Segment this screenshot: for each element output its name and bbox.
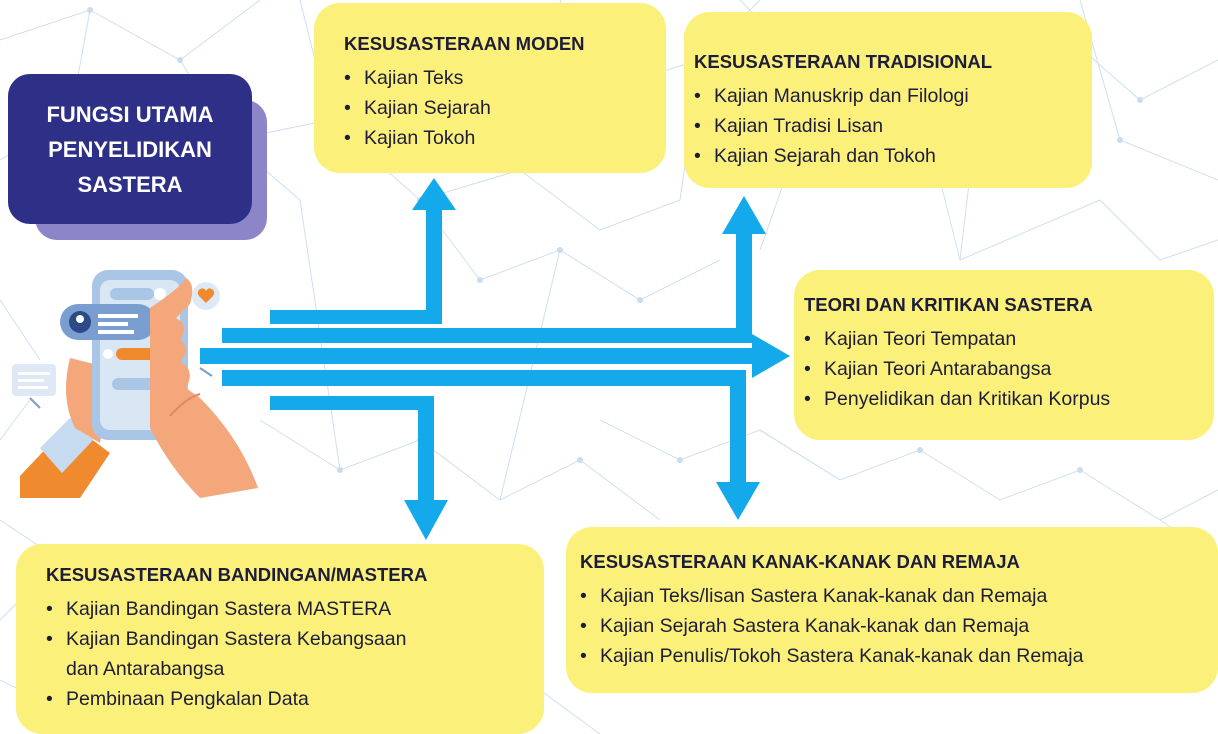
list-item-continuation: dan Antarabangsa <box>66 658 225 680</box>
list-item-text: Kajian Bandingan Sastera Kebangsaan <box>66 628 407 650</box>
arrow-to-tradisional <box>222 196 766 343</box>
arrow-to-kanak <box>222 370 760 520</box>
list-item: Kajian Teori Antarabangsa <box>804 354 1214 384</box>
arrow-to-moden <box>270 178 456 324</box>
list-item: Kajian Sejarah dan Tokoh <box>694 141 1092 171</box>
list-item: Kajian Teks <box>344 63 666 93</box>
moden-list: Kajian Teks Kajian Sejarah Kajian Tokoh <box>344 63 666 153</box>
arrow-to-bandingan <box>270 396 448 540</box>
main-title-box: FUNGSI UTAMA PENYELIDIKAN SASTERA <box>8 74 252 224</box>
chat-bubble-icon <box>12 364 56 396</box>
tradisional-box: KESUSASTERAAN TRADISIONAL Kajian Manuskr… <box>684 12 1092 188</box>
arrow-to-teori <box>200 334 790 378</box>
teori-list: Kajian Teori Tempatan Kajian Teori Antar… <box>804 324 1214 414</box>
phone-chat-illustration <box>12 270 258 498</box>
list-item: Pembinaan Pengkalan Data <box>46 684 544 714</box>
bandingan-heading: KESUSASTERAAN BANDINGAN/MASTERA <box>46 564 428 585</box>
bandingan-box: KESUSASTERAAN BANDINGAN/MASTERA Kajian B… <box>16 544 544 734</box>
list-item: Kajian Tradisi Lisan <box>694 111 1092 141</box>
teori-box: TEORI DAN KRITIKAN SASTERA Kajian Teori … <box>794 270 1214 440</box>
tradisional-heading: KESUSASTERAAN TRADISIONAL <box>694 51 993 72</box>
main-title-line-3: SASTERA <box>77 171 183 197</box>
moden-heading: KESUSASTERAAN MODEN <box>344 33 585 54</box>
bandingan-list: Kajian Bandingan Sastera MASTERA Kajian … <box>46 594 544 714</box>
list-item: Kajian Tokoh <box>344 123 666 153</box>
list-item: Penyelidikan dan Kritikan Korpus <box>804 384 1214 414</box>
kanak-list: Kajian Teks/lisan Sastera Kanak-kanak da… <box>580 581 1218 671</box>
heart-icon <box>192 282 220 310</box>
kanak-heading: KESUSASTERAAN KANAK-KANAK DAN REMAJA <box>580 551 1020 572</box>
list-item: Kajian Sejarah <box>344 93 666 123</box>
list-item: Kajian Bandingan Sastera Kebangsaan dan … <box>46 624 544 684</box>
list-item: Kajian Penulis/Tokoh Sastera Kanak-kanak… <box>580 641 1218 671</box>
main-title-line-1: FUNGSI UTAMA <box>46 101 214 127</box>
list-item: Kajian Sejarah Sastera Kanak-kanak dan R… <box>580 611 1218 641</box>
list-item: Kajian Manuskrip dan Filologi <box>694 81 1092 111</box>
list-item: Kajian Teks/lisan Sastera Kanak-kanak da… <box>580 581 1218 611</box>
main-title-line-2: PENYELIDIKAN <box>48 136 212 162</box>
tradisional-list: Kajian Manuskrip dan Filologi Kajian Tra… <box>694 81 1092 171</box>
list-item: Kajian Teori Tempatan <box>804 324 1214 354</box>
teori-heading: TEORI DAN KRITIKAN SASTERA <box>804 294 1093 315</box>
moden-box: KESUSASTERAAN MODEN Kajian Teks Kajian S… <box>314 3 666 173</box>
list-item: Kajian Bandingan Sastera MASTERA <box>46 594 544 624</box>
kanak-box: KESUSASTERAAN KANAK-KANAK DAN REMAJA Kaj… <box>566 527 1218 693</box>
